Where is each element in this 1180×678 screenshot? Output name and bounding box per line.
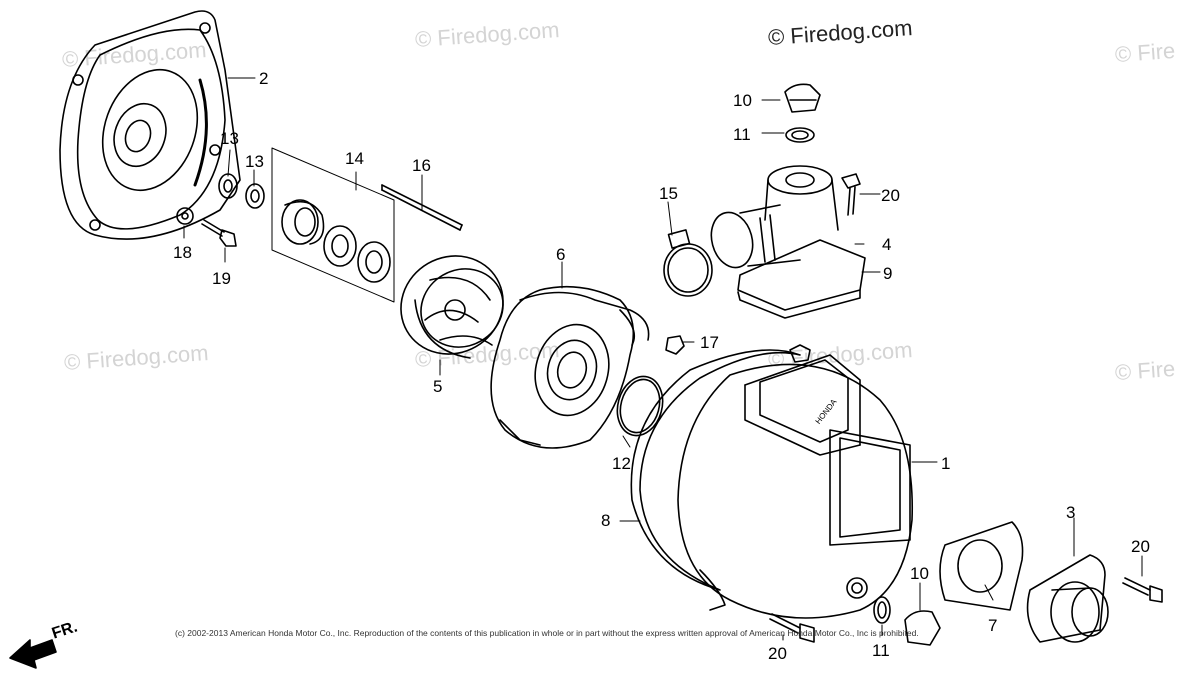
callout-13-left: 13 [220, 129, 239, 148]
part-17-nut [665, 335, 685, 355]
part-9-gasket [737, 289, 861, 319]
callout-20-right: 20 [1131, 537, 1150, 556]
callout-11-bottom: 11 [872, 641, 890, 660]
leader-lines [183, 77, 1143, 641]
part-13-seal [245, 183, 265, 209]
callout-7: 7 [988, 616, 998, 635]
part-12-o-ring [616, 375, 664, 437]
part-19-bolt [201, 219, 237, 247]
callout-2: 2 [259, 69, 269, 88]
part-4-discharge-elbow [710, 165, 866, 311]
callout-19: 19 [212, 269, 231, 288]
callout-6: 6 [556, 245, 566, 264]
callout-20-top: 20 [881, 186, 900, 205]
callout-14: 14 [345, 149, 364, 168]
part-20-bolt-right [1122, 577, 1163, 603]
part-1-pump-casing [677, 344, 914, 619]
callout-17: 17 [700, 333, 719, 352]
front-direction-arrow [9, 639, 57, 669]
callout-1: 1 [941, 454, 951, 473]
callout-10-bottom: 10 [910, 564, 929, 583]
callout-20-bottom: 20 [768, 644, 787, 663]
part-20-bolt-top [841, 173, 861, 216]
part-8-gasket [630, 349, 801, 591]
part-11-washer-bottom [873, 596, 891, 624]
part-15-hose-clamp [663, 229, 713, 297]
callout-5: 5 [433, 377, 443, 396]
part-18-washer [176, 207, 194, 225]
callout-10-top: 10 [733, 91, 752, 110]
callout-9: 9 [883, 264, 893, 283]
callout-12: 12 [612, 454, 631, 473]
callout-15: 15 [659, 184, 678, 203]
part-14-seal-kit [271, 147, 395, 303]
part-10-plug-top [784, 83, 821, 113]
part-20-bolt-bottom [769, 613, 815, 643]
part-5-impeller [400, 255, 504, 359]
callout-11-top: 11 [733, 125, 751, 144]
part-3-suction-flange [1026, 554, 1109, 643]
callout-4: 4 [882, 235, 892, 254]
callout-3: 3 [1066, 503, 1076, 522]
copyright-notice: (c) 2002-2013 American Honda Motor Co., … [175, 628, 919, 638]
callout-18: 18 [173, 243, 192, 262]
part-13-seal [218, 173, 238, 199]
part-11-washer-top [785, 127, 815, 143]
part-2-pump-cover [59, 10, 241, 240]
part-7-flange-gasket [939, 521, 1024, 611]
callout-13-right: 13 [245, 152, 264, 171]
callout-8: 8 [601, 511, 611, 530]
part-6-volute [490, 285, 650, 449]
callout-16: 16 [412, 156, 431, 175]
part-10-plug-bottom [904, 610, 941, 646]
